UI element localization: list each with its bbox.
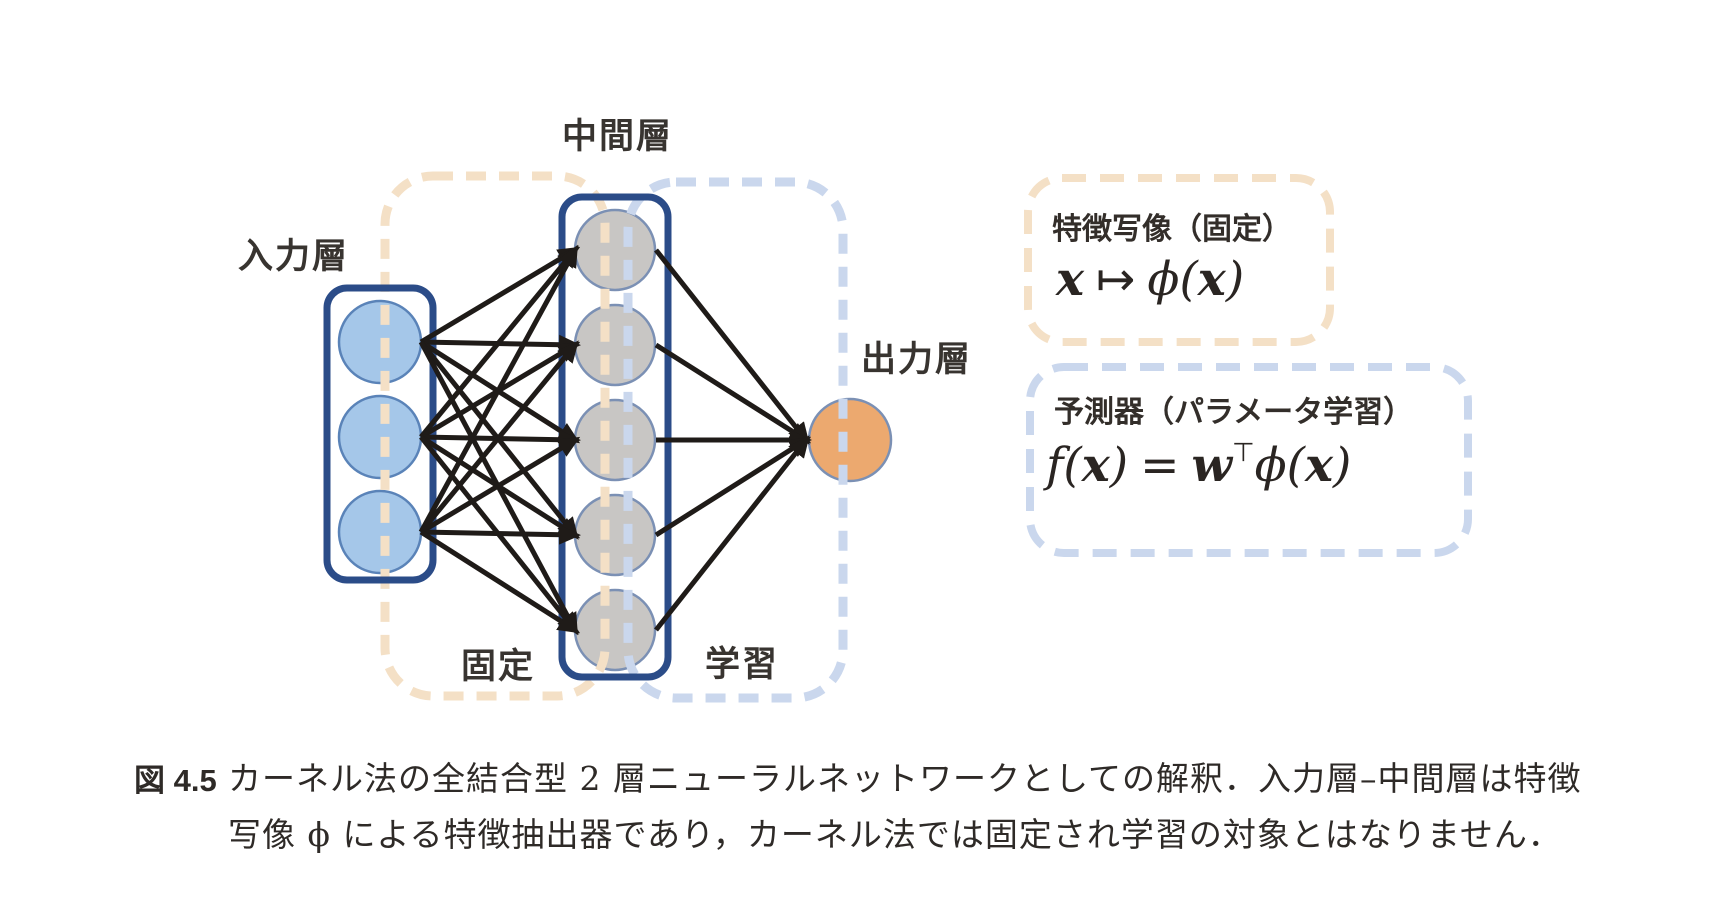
paren-close: ) xyxy=(1225,252,1245,307)
equals-symbol: = xyxy=(1140,438,1180,493)
feature-map-box-outline xyxy=(1024,174,1334,346)
formula-var-w: w xyxy=(1191,438,1232,493)
output-nodes xyxy=(807,397,893,483)
input-layer-box xyxy=(323,284,437,584)
output-node xyxy=(807,397,893,483)
learned-region-outline xyxy=(623,177,848,703)
phi-open: ϕ( xyxy=(1147,252,1198,307)
hidden-nodes xyxy=(573,208,657,672)
phi-open: ϕ( xyxy=(1254,438,1305,493)
formula-var-x: x xyxy=(1305,438,1334,493)
mapsto-symbol: ↦ xyxy=(1096,252,1136,307)
hidden-node xyxy=(573,398,657,482)
input-layer-label: 入力層 xyxy=(238,237,350,276)
predictor-box-outline xyxy=(1026,363,1472,557)
feature-map-title: 特徴写像（固定） xyxy=(1052,213,1292,246)
formula-var-x: x xyxy=(1197,252,1226,307)
fixed-label: 固定 xyxy=(461,647,536,686)
hidden-node xyxy=(573,588,657,672)
input-node xyxy=(337,299,423,385)
transpose-symbol: ⊤ xyxy=(1231,438,1255,468)
formula-var-x: x xyxy=(1056,252,1085,307)
caption-line-1: カーネル法の全結合型 2 層ニューラルネットワークとしての解釈．入力層–中間層は… xyxy=(228,759,1582,798)
paren-close: ) xyxy=(1333,438,1352,493)
hidden-node xyxy=(573,208,657,292)
predictor-formula: f(x)=w⊤ϕ(x) xyxy=(1046,438,1351,493)
caption-line-2: 写像 ϕ による特徴抽出器であり，カーネル法では固定され学習の対象とはなりません… xyxy=(228,815,1562,854)
paren-close: ) xyxy=(1109,438,1129,493)
input-node xyxy=(337,394,423,480)
hidden-node xyxy=(573,303,657,387)
hidden-output-edges xyxy=(654,248,812,632)
formula-var-x: x xyxy=(1081,438,1110,493)
output-layer-label: 出力層 xyxy=(861,340,973,379)
learned-label: 学習 xyxy=(705,645,780,684)
hidden-layer-label: 中間層 xyxy=(562,117,674,156)
predictor-title: 予測器（パラメータ学習） xyxy=(1054,396,1414,429)
f-open: f( xyxy=(1046,438,1082,493)
feature-map-formula: x↦ϕ(x) xyxy=(1056,252,1244,307)
input-nodes xyxy=(337,299,423,575)
hidden-node xyxy=(573,493,657,577)
input-node xyxy=(337,489,423,575)
fixed-region-outline xyxy=(380,171,610,701)
input-hidden-edges xyxy=(418,244,581,636)
caption-figure-label: 図 4.5 xyxy=(134,763,217,798)
